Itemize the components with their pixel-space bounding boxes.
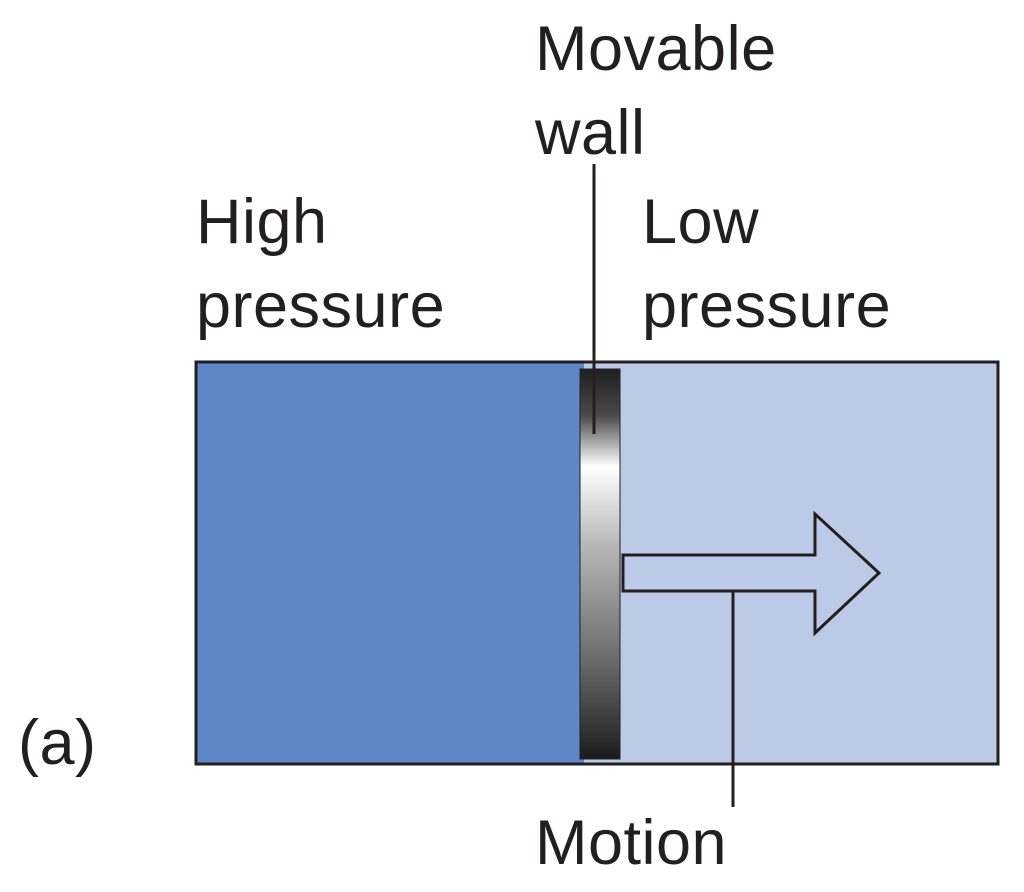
low-pressure-label-line2: pressure	[642, 271, 892, 341]
high-pressure-label-line1: High	[196, 187, 328, 257]
container-outline	[194, 360, 1000, 766]
movable-wall	[579, 368, 621, 760]
motion-label: Motion	[535, 808, 728, 878]
high-pressure-region	[196, 362, 584, 764]
low-pressure-label-line1: Low	[642, 187, 760, 257]
movable-wall-label-line2: wall	[535, 98, 646, 168]
motion-arrow	[621, 510, 882, 637]
panel-marker-label: (a)	[18, 708, 97, 778]
movable-wall-label-line1: Movable	[535, 14, 777, 84]
high-pressure-label-line2: pressure	[196, 271, 446, 341]
